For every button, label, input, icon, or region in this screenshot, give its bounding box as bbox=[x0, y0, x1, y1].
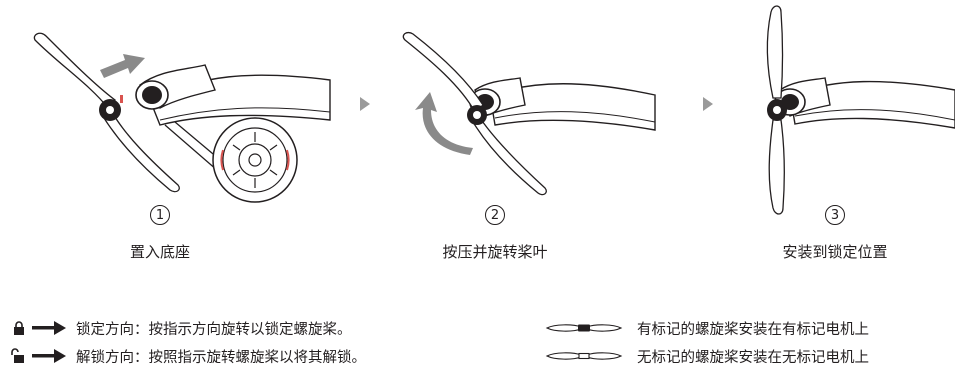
unlock-direction-arrow-icon bbox=[32, 349, 68, 363]
step-number-1: 1 bbox=[150, 205, 170, 225]
step2-illustration bbox=[395, 0, 655, 210]
rotate-arrow-icon bbox=[415, 92, 473, 155]
lock-icon bbox=[12, 321, 26, 335]
push-arrow-icon bbox=[100, 54, 145, 78]
next-step-arrow-icon bbox=[703, 97, 715, 111]
step-label: 按压并旋转桨叶 bbox=[420, 241, 570, 262]
legend-marked-text: 有标记的螺旋桨安装在有标记电机上 bbox=[637, 318, 869, 339]
unmarked-propeller-icon bbox=[545, 349, 623, 363]
legend-lock-text: 锁定方向：按指示方向旋转以锁定螺旋桨。 bbox=[76, 318, 352, 339]
unlock-icon bbox=[12, 349, 26, 363]
legend-unmarked-text: 无标记的螺旋桨安装在无标记电机上 bbox=[637, 346, 869, 367]
step3-illustration bbox=[745, 0, 955, 220]
step-number-3: 3 bbox=[825, 205, 845, 225]
lock-direction-arrow-icon bbox=[32, 321, 68, 335]
marked-propeller-icon bbox=[545, 321, 623, 335]
step1-illustration bbox=[0, 0, 320, 210]
legend-unlock-text: 解锁方向：按照指示旋转螺旋桨以将其解锁。 bbox=[76, 346, 366, 367]
step-label: 安装到锁定位置 bbox=[760, 241, 910, 262]
step-number-2: 2 bbox=[485, 205, 505, 225]
propeller-blade-lower bbox=[104, 112, 179, 192]
next-step-arrow-icon bbox=[360, 97, 372, 111]
step-label: 置入底座 bbox=[100, 241, 220, 262]
